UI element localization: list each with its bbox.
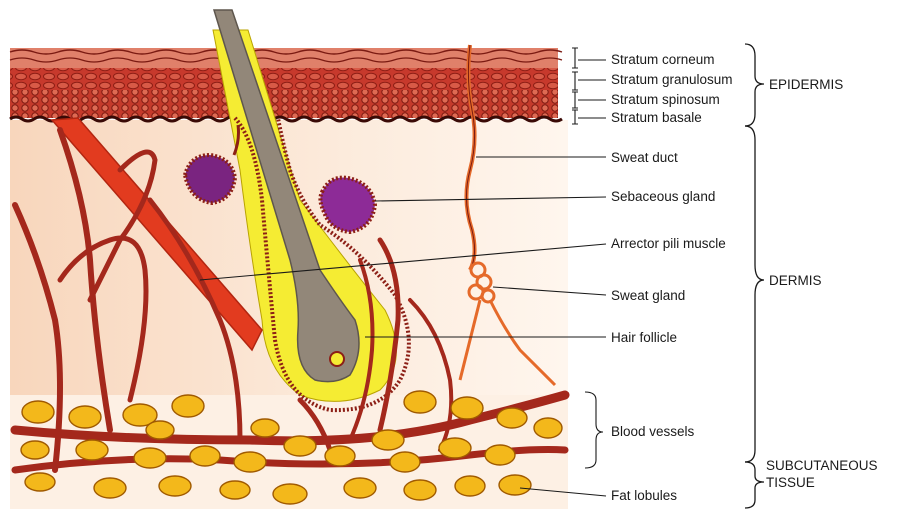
hair-papilla: [330, 352, 344, 366]
epidermis-layers: [10, 48, 562, 121]
label-stratum-basale: Stratum basale: [611, 110, 702, 126]
group-label-dermis: DERMIS: [769, 273, 822, 289]
label-arrector-pili-muscle: Arrector pili muscle: [611, 236, 726, 252]
label-sweat-gland: Sweat gland: [611, 288, 685, 304]
label-sweat-duct: Sweat duct: [611, 150, 678, 166]
group-label-tissue: TISSUE: [766, 475, 815, 491]
label-sebaceous-gland: Sebaceous gland: [611, 189, 715, 205]
label-stratum-corneum: Stratum corneum: [611, 52, 715, 68]
label-hair-follicle: Hair follicle: [611, 330, 677, 346]
label-fat-lobules: Fat lobules: [611, 488, 677, 504]
label-stratum-granulosum: Stratum granulosum: [611, 72, 733, 88]
group-label-subcutaneous: SUBCUTANEOUS: [766, 458, 878, 474]
group-braces: [745, 44, 764, 508]
label-stratum-spinosum: Stratum spinosum: [611, 92, 720, 108]
group-label-epidermis: EPIDERMIS: [769, 77, 843, 93]
label-blood-vessels: Blood vessels: [611, 424, 694, 440]
